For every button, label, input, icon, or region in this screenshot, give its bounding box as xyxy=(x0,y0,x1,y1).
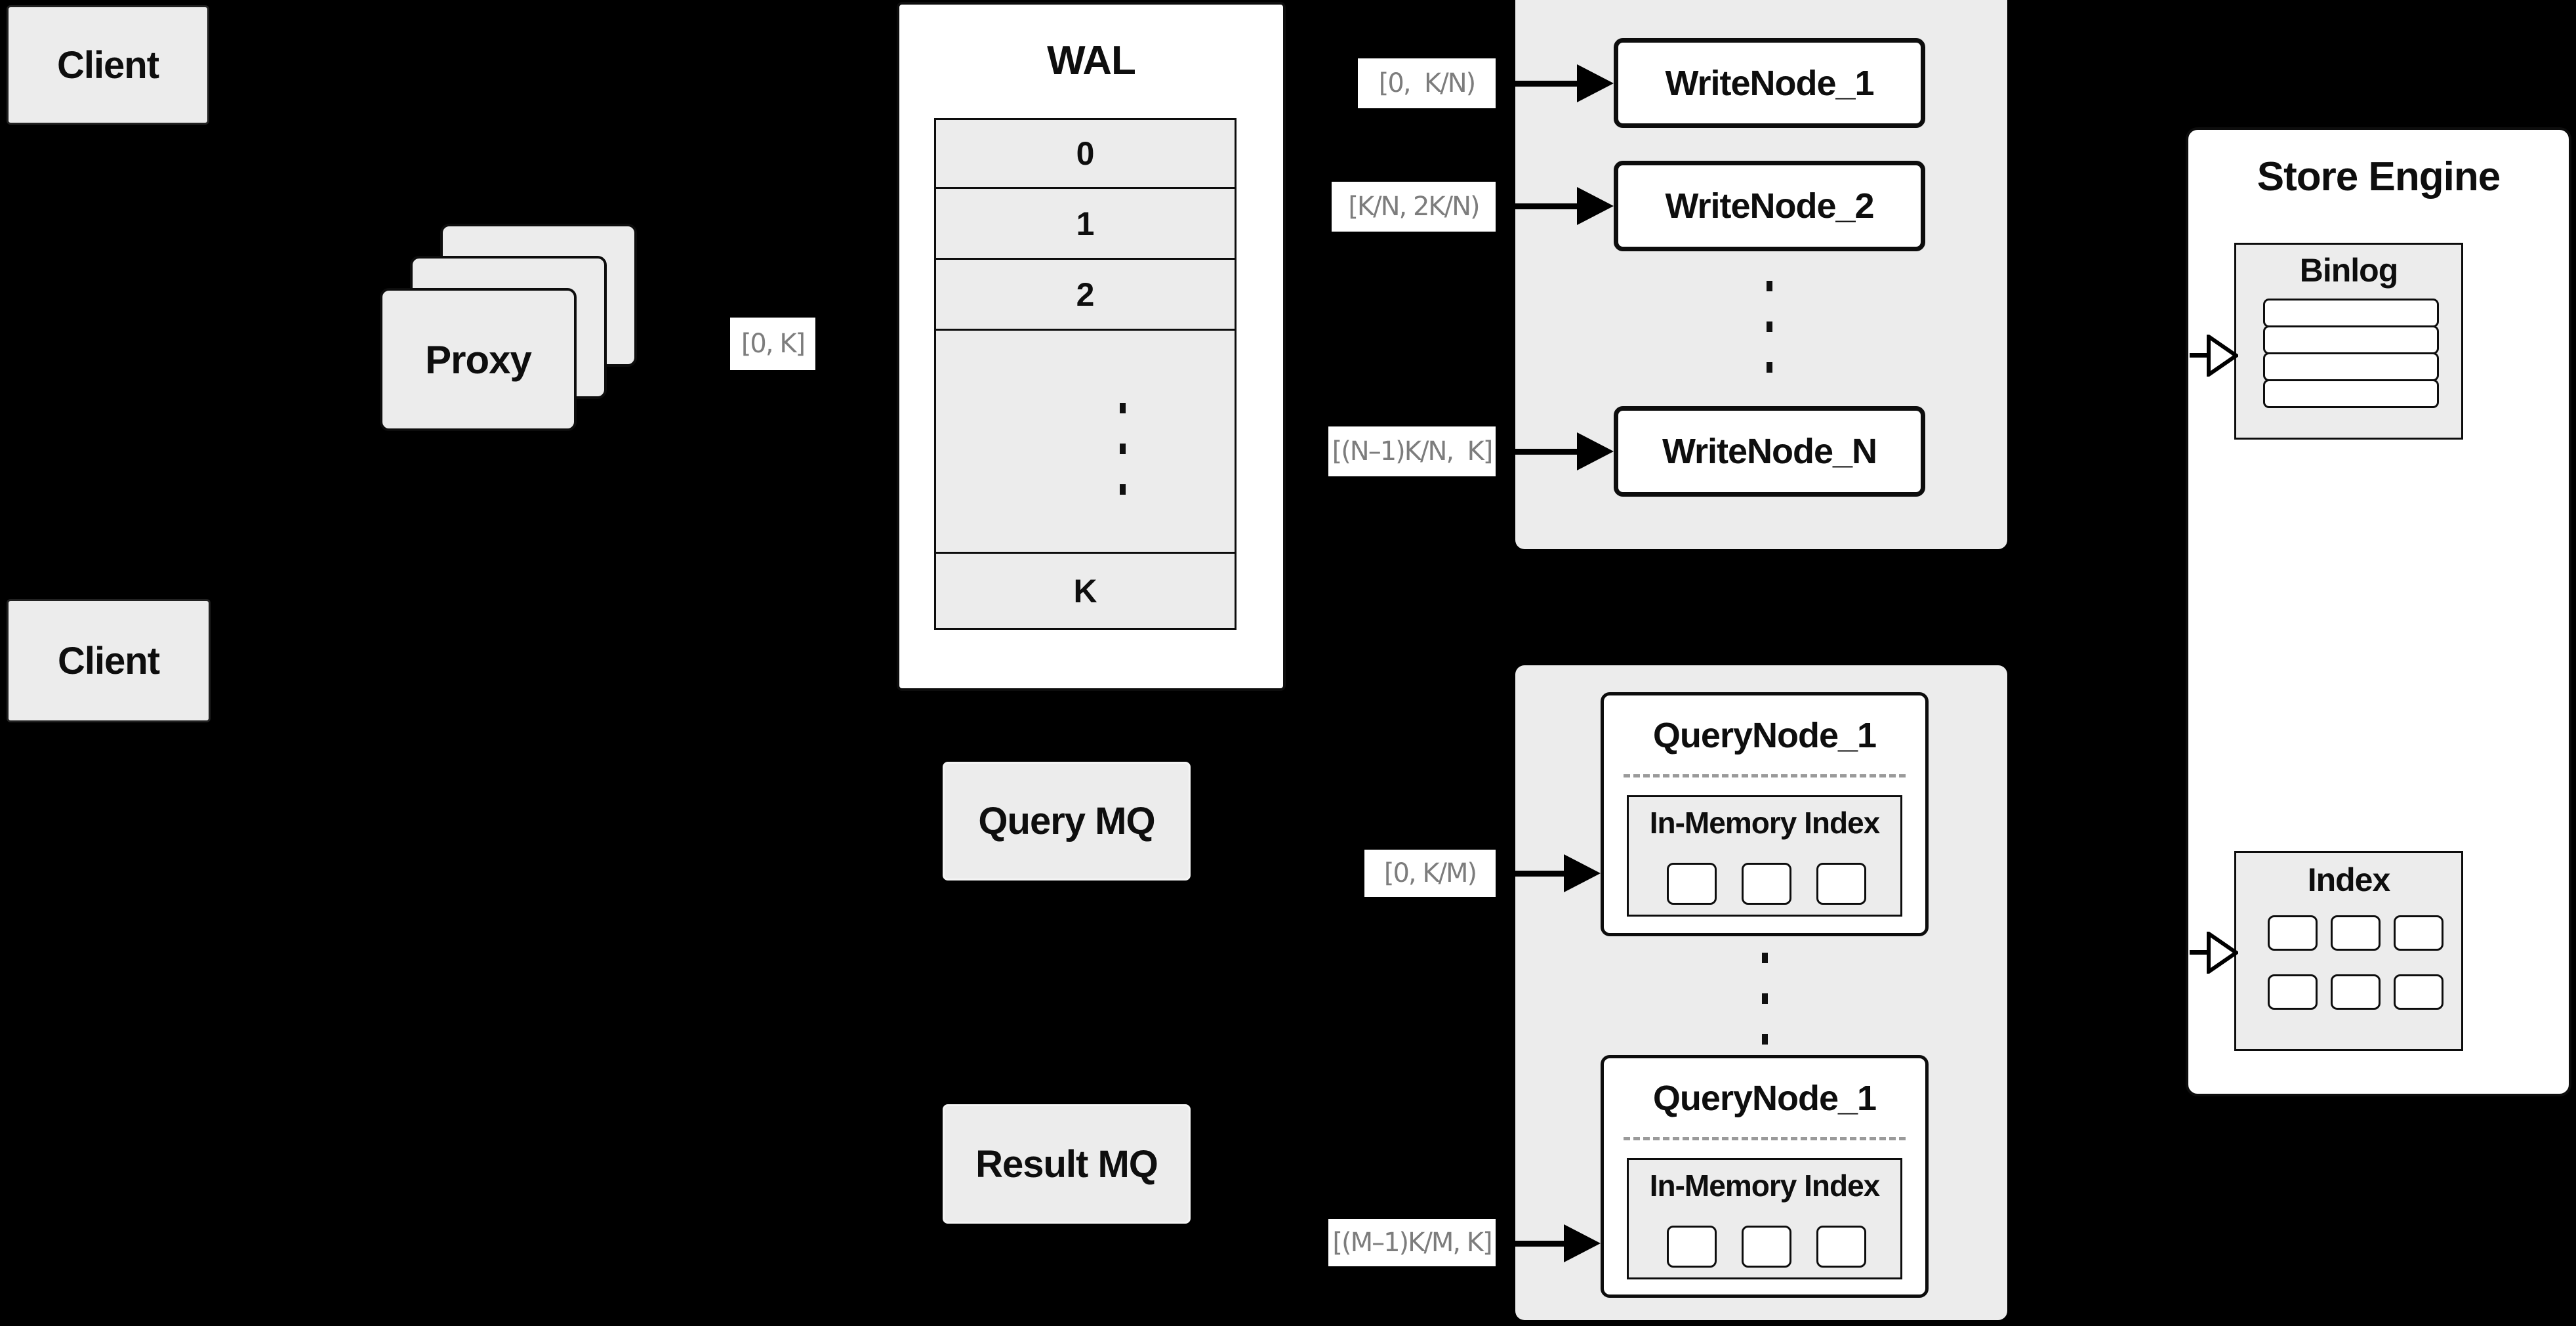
wal-segment-0: 0 xyxy=(934,118,1237,189)
write-node-n-label: WriteNode_N xyxy=(1662,432,1877,471)
wal-title: WAL xyxy=(1047,38,1136,83)
query-node-bottom: QueryNode_1 In-Memory Index xyxy=(1601,1055,1929,1298)
binlog-title: Binlog xyxy=(2299,252,2399,289)
memory-cell xyxy=(1742,1226,1791,1268)
index-cell xyxy=(2394,974,2443,1010)
memory-cell xyxy=(1742,863,1791,905)
result-mq-label: Result MQ xyxy=(975,1142,1158,1186)
ellipsis-dot xyxy=(1767,362,1772,373)
memory-cell xyxy=(1667,1226,1717,1268)
query-mq-label: Query MQ xyxy=(978,800,1155,842)
arrowhead-to-writenode-1 xyxy=(1577,64,1614,102)
arrowhead-to-querynode-top xyxy=(1564,854,1601,892)
ellipsis-dot xyxy=(1762,993,1768,1004)
query-node-bottom-title: QueryNode_1 xyxy=(1652,1079,1877,1118)
index-cell xyxy=(2331,974,2381,1010)
range-label-query-m: [(M–1)K/M, K] xyxy=(1328,1219,1496,1266)
hollow-arrow-binlog-icon xyxy=(2207,335,2238,377)
client-bottom-box: Client xyxy=(7,599,211,722)
store-engine-title: Store Engine xyxy=(2257,154,2501,199)
range-label-write-1: [0, K/N) xyxy=(1358,58,1496,108)
wal-box: WAL 0 1 2 K xyxy=(897,2,1286,691)
query-mq-box: Query MQ xyxy=(943,762,1191,881)
arrowhead-to-writenode-n xyxy=(1577,432,1614,470)
result-mq-box: Result MQ xyxy=(943,1104,1191,1224)
wal-segment-ellipsis xyxy=(934,329,1237,554)
store-engine-box: Store Engine Binlog Index xyxy=(2186,127,2571,1096)
hollow-arrow-index-icon xyxy=(2207,932,2238,974)
proxy-label: Proxy xyxy=(425,337,532,382)
client-bottom-label: Client xyxy=(57,639,160,682)
client-top-box: Client xyxy=(7,5,209,125)
wal-segment-1: 1 xyxy=(934,187,1237,260)
wal-segment-k: K xyxy=(934,552,1237,630)
ellipsis-dot xyxy=(1767,321,1772,332)
range-label-write-n: [(N–1)K/N, K] xyxy=(1328,426,1496,476)
range-label-write-2: [K/N, 2K/N) xyxy=(1332,182,1496,232)
index-cell xyxy=(2268,915,2318,951)
ellipsis-dot xyxy=(1120,403,1126,413)
range-label-query-1: [0, K/M) xyxy=(1364,850,1496,897)
ellipsis-dot xyxy=(1120,484,1126,495)
ellipsis-dot xyxy=(1762,1034,1768,1045)
range-label-proxy-wal: [0, K] xyxy=(730,318,815,370)
in-memory-index-bottom-title: In-Memory Index xyxy=(1649,1169,1881,1203)
index-cell xyxy=(2394,915,2443,951)
ellipsis-dot xyxy=(1120,444,1126,454)
memory-cell xyxy=(1667,863,1717,905)
ellipsis-dot xyxy=(1767,281,1772,291)
ellipsis-dot xyxy=(1762,953,1768,963)
index-box: Index xyxy=(2234,851,2463,1051)
arrow-to-writenode-n xyxy=(1496,449,1582,455)
index-title: Index xyxy=(2307,861,2391,898)
binlog-row xyxy=(2263,325,2439,354)
arrow-to-querynode-bottom xyxy=(1496,1241,1569,1247)
write-node-1: WriteNode_1 xyxy=(1614,38,1925,128)
binlog-row xyxy=(2263,299,2439,327)
in-memory-index-top-title: In-Memory Index xyxy=(1649,806,1881,840)
arrowhead-to-writenode-2 xyxy=(1577,187,1614,225)
query-node-bottom-divider xyxy=(1624,1137,1906,1140)
binlog-row xyxy=(2263,379,2439,408)
write-node-1-label: WriteNode_1 xyxy=(1665,63,1874,103)
write-node-2-label: WriteNode_2 xyxy=(1665,186,1874,226)
proxy-card-front: Proxy xyxy=(380,288,577,431)
memory-cell xyxy=(1816,1226,1866,1268)
arrow-to-binlog-line xyxy=(2190,353,2212,358)
index-cell xyxy=(2268,974,2318,1010)
query-node-top-divider xyxy=(1624,774,1906,777)
index-cell xyxy=(2331,915,2381,951)
arrowhead-to-querynode-bottom xyxy=(1564,1224,1601,1262)
wal-segment-2: 2 xyxy=(934,258,1237,331)
query-node-top: QueryNode_1 In-Memory Index xyxy=(1601,692,1929,936)
in-memory-index-top: In-Memory Index xyxy=(1627,795,1902,917)
in-memory-index-bottom: In-Memory Index xyxy=(1627,1158,1902,1279)
arrow-to-writenode-2 xyxy=(1496,203,1582,209)
binlog-box: Binlog xyxy=(2234,243,2463,440)
write-node-2: WriteNode_2 xyxy=(1614,161,1925,251)
memory-cell xyxy=(1816,863,1866,905)
arrow-to-writenode-1 xyxy=(1496,81,1582,87)
client-top-label: Client xyxy=(56,43,159,87)
query-node-top-title: QueryNode_1 xyxy=(1652,716,1877,755)
arrow-to-querynode-top xyxy=(1496,871,1569,877)
binlog-row xyxy=(2263,352,2439,381)
write-node-n: WriteNode_N xyxy=(1614,406,1925,497)
arrow-to-index-line xyxy=(2190,950,2212,955)
